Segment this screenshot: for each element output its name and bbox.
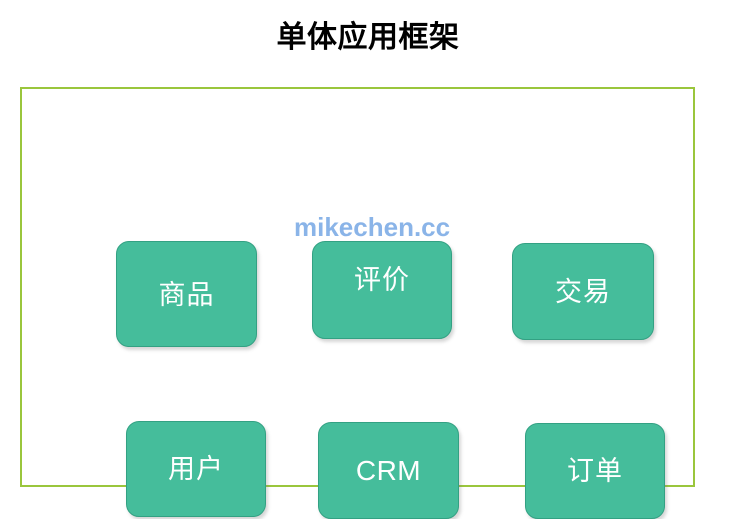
module-box-crm[interactable]: CRM	[318, 422, 459, 519]
diagram-canvas: 单体应用框架 商品 评价 交易 用户 CRM 订单 mikechen.cc	[20, 21, 695, 519]
module-label: 订单	[567, 455, 623, 486]
page-title: 单体应用框架	[276, 21, 460, 54]
module-label: CRM	[355, 454, 422, 486]
module-label: 商品	[158, 279, 215, 310]
module-box-goods[interactable]: 商品	[116, 241, 257, 347]
module-box-review[interactable]: 评价	[312, 241, 452, 339]
module-box-user[interactable]: 用户	[126, 421, 266, 517]
module-label: 用户	[168, 453, 224, 484]
module-box-trade[interactable]: 交易	[512, 243, 654, 340]
module-label: 评价	[354, 264, 410, 295]
module-box-order[interactable]: 订单	[525, 423, 665, 519]
application-boundary-frame: 商品 评价 交易 用户 CRM 订单	[20, 87, 695, 519]
module-label: 交易	[555, 277, 611, 307]
